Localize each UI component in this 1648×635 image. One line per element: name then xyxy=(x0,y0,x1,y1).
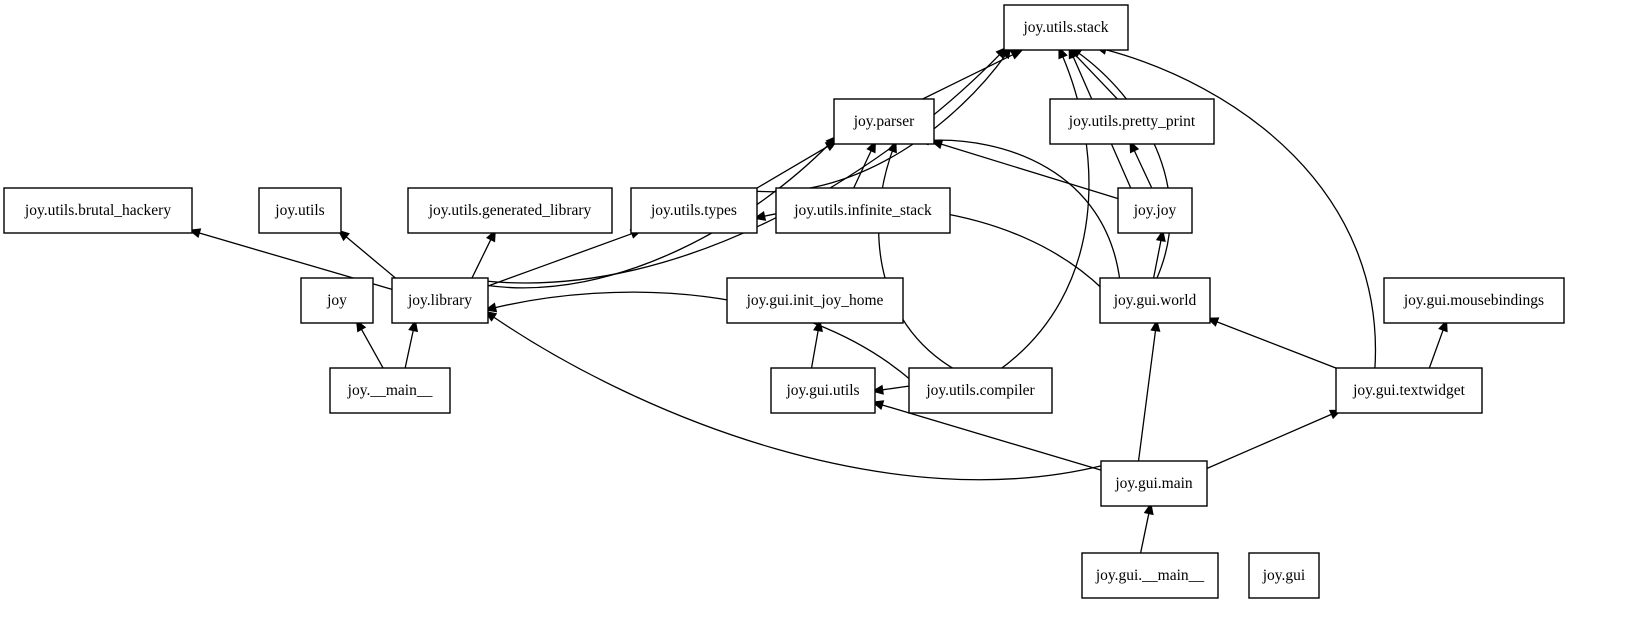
edge xyxy=(851,148,873,192)
node-label: joy xyxy=(326,292,347,309)
graph-node[interactable]: joy.gui.main xyxy=(1100,460,1208,507)
graph-node[interactable]: joy.utils.infinite_stack xyxy=(775,187,951,234)
node-box[interactable] xyxy=(407,187,613,234)
node-box[interactable] xyxy=(1099,277,1211,324)
node-label: joy.gui.__main__ xyxy=(1095,567,1205,584)
edge xyxy=(880,403,1105,472)
graph-node[interactable]: joy.utils.types xyxy=(630,187,758,234)
edge-arrowhead xyxy=(1010,49,1024,60)
node-box[interactable] xyxy=(726,277,904,324)
node-label: joy.gui.init_joy_home xyxy=(746,292,884,309)
node-label: joy.gui.utils xyxy=(785,382,859,399)
edge-arrowhead xyxy=(1150,319,1161,332)
node-box[interactable] xyxy=(1081,552,1219,599)
node-label: joy.utils.stack xyxy=(1022,19,1108,36)
edge xyxy=(403,328,415,372)
edge xyxy=(1427,328,1445,372)
graph-node[interactable]: joy.gui.utils xyxy=(770,367,876,414)
node-label: joy.utils.infinite_stack xyxy=(793,202,932,219)
node-label: joy.joy xyxy=(1133,202,1177,219)
graph-node[interactable]: joy.gui.mousebindings xyxy=(1383,277,1565,324)
graph-node[interactable]: joy.library xyxy=(391,277,489,324)
node-label: joy.utils.types xyxy=(650,202,737,219)
node-label: joy.utils xyxy=(274,202,324,219)
node-box[interactable] xyxy=(1383,277,1565,324)
node-label: joy.utils.generated_library xyxy=(428,202,592,219)
edge xyxy=(1139,511,1150,557)
node-box[interactable] xyxy=(1248,552,1320,599)
graph-node[interactable]: joy.utils xyxy=(258,187,342,234)
graph-node[interactable]: joy.gui.textwidget xyxy=(1335,367,1483,414)
node-box[interactable] xyxy=(1003,4,1129,51)
node-label: joy.__main__ xyxy=(347,382,433,399)
node-label: joy.parser xyxy=(853,113,915,130)
edge xyxy=(484,53,1002,284)
edge xyxy=(939,143,1122,201)
nodes-layer: joy.utils.stack joy.parser joy.utils.prett… xyxy=(3,4,1565,599)
edge xyxy=(878,149,958,372)
node-label: joy.utils.compiler xyxy=(925,382,1035,399)
graph-node[interactable]: joy.utils.brutal_hackery xyxy=(3,187,193,234)
node-box[interactable] xyxy=(258,187,342,234)
node-box[interactable] xyxy=(630,187,758,234)
edge xyxy=(492,315,1105,481)
graph-node[interactable]: joy.__main__ xyxy=(329,367,451,414)
graph-node[interactable]: joy.gui.init_joy_home xyxy=(726,277,904,324)
node-box[interactable] xyxy=(300,277,374,324)
graph-node[interactable]: joy.joy xyxy=(1117,187,1193,234)
node-box[interactable] xyxy=(1117,187,1193,234)
graph-node[interactable]: joy xyxy=(300,277,374,324)
edge xyxy=(1133,148,1154,192)
node-label: joy.gui.textwidget xyxy=(1352,382,1465,399)
node-label: joy.gui.world xyxy=(1113,292,1197,309)
edge xyxy=(469,237,493,282)
graph-node[interactable]: joy.utils.generated_library xyxy=(407,187,613,234)
edge xyxy=(484,232,634,288)
node-label: joy.gui.main xyxy=(1114,475,1193,492)
node-box[interactable] xyxy=(1100,460,1208,507)
edge xyxy=(1215,320,1344,372)
node-box[interactable] xyxy=(1335,367,1483,414)
edge xyxy=(1077,51,1171,282)
edge xyxy=(360,327,386,372)
node-box[interactable] xyxy=(775,187,951,234)
edge xyxy=(493,291,913,382)
edge xyxy=(997,55,1090,372)
edge xyxy=(751,145,830,192)
edge xyxy=(880,385,913,391)
node-label: joy.utils.brutal_hackery xyxy=(24,202,171,219)
node-label: joy.library xyxy=(407,292,472,309)
edge xyxy=(1152,238,1162,282)
edge xyxy=(1103,48,1377,372)
graph-node[interactable]: joy.utils.pretty_print xyxy=(1049,98,1215,145)
edge xyxy=(810,328,820,372)
edge xyxy=(1203,412,1334,471)
node-box[interactable] xyxy=(329,367,451,414)
node-box[interactable] xyxy=(770,367,876,414)
graph-node[interactable]: joy.gui.world xyxy=(1099,277,1211,324)
graph-node[interactable]: joy.utils.compiler xyxy=(908,367,1053,414)
edge xyxy=(916,53,1015,103)
node-label: joy.gui.mousebindings xyxy=(1403,292,1544,309)
node-box[interactable] xyxy=(908,367,1053,414)
node-label: joy.utils.pretty_print xyxy=(1068,113,1196,130)
edge xyxy=(484,142,832,289)
graph-node[interactable]: joy.gui xyxy=(1248,552,1320,599)
edge xyxy=(1137,328,1157,465)
node-box[interactable] xyxy=(3,187,193,234)
edge xyxy=(344,235,400,282)
graph-node[interactable]: joy.parser xyxy=(833,98,935,145)
node-box[interactable] xyxy=(833,98,935,145)
node-box[interactable] xyxy=(391,277,489,324)
graph-node[interactable]: joy.utils.stack xyxy=(1003,4,1129,51)
edge xyxy=(926,139,1121,282)
edge xyxy=(1073,53,1121,103)
graph-node[interactable]: joy.gui.__main__ xyxy=(1081,552,1219,599)
node-label: joy.gui xyxy=(1262,567,1306,584)
node-box[interactable] xyxy=(1049,98,1215,145)
